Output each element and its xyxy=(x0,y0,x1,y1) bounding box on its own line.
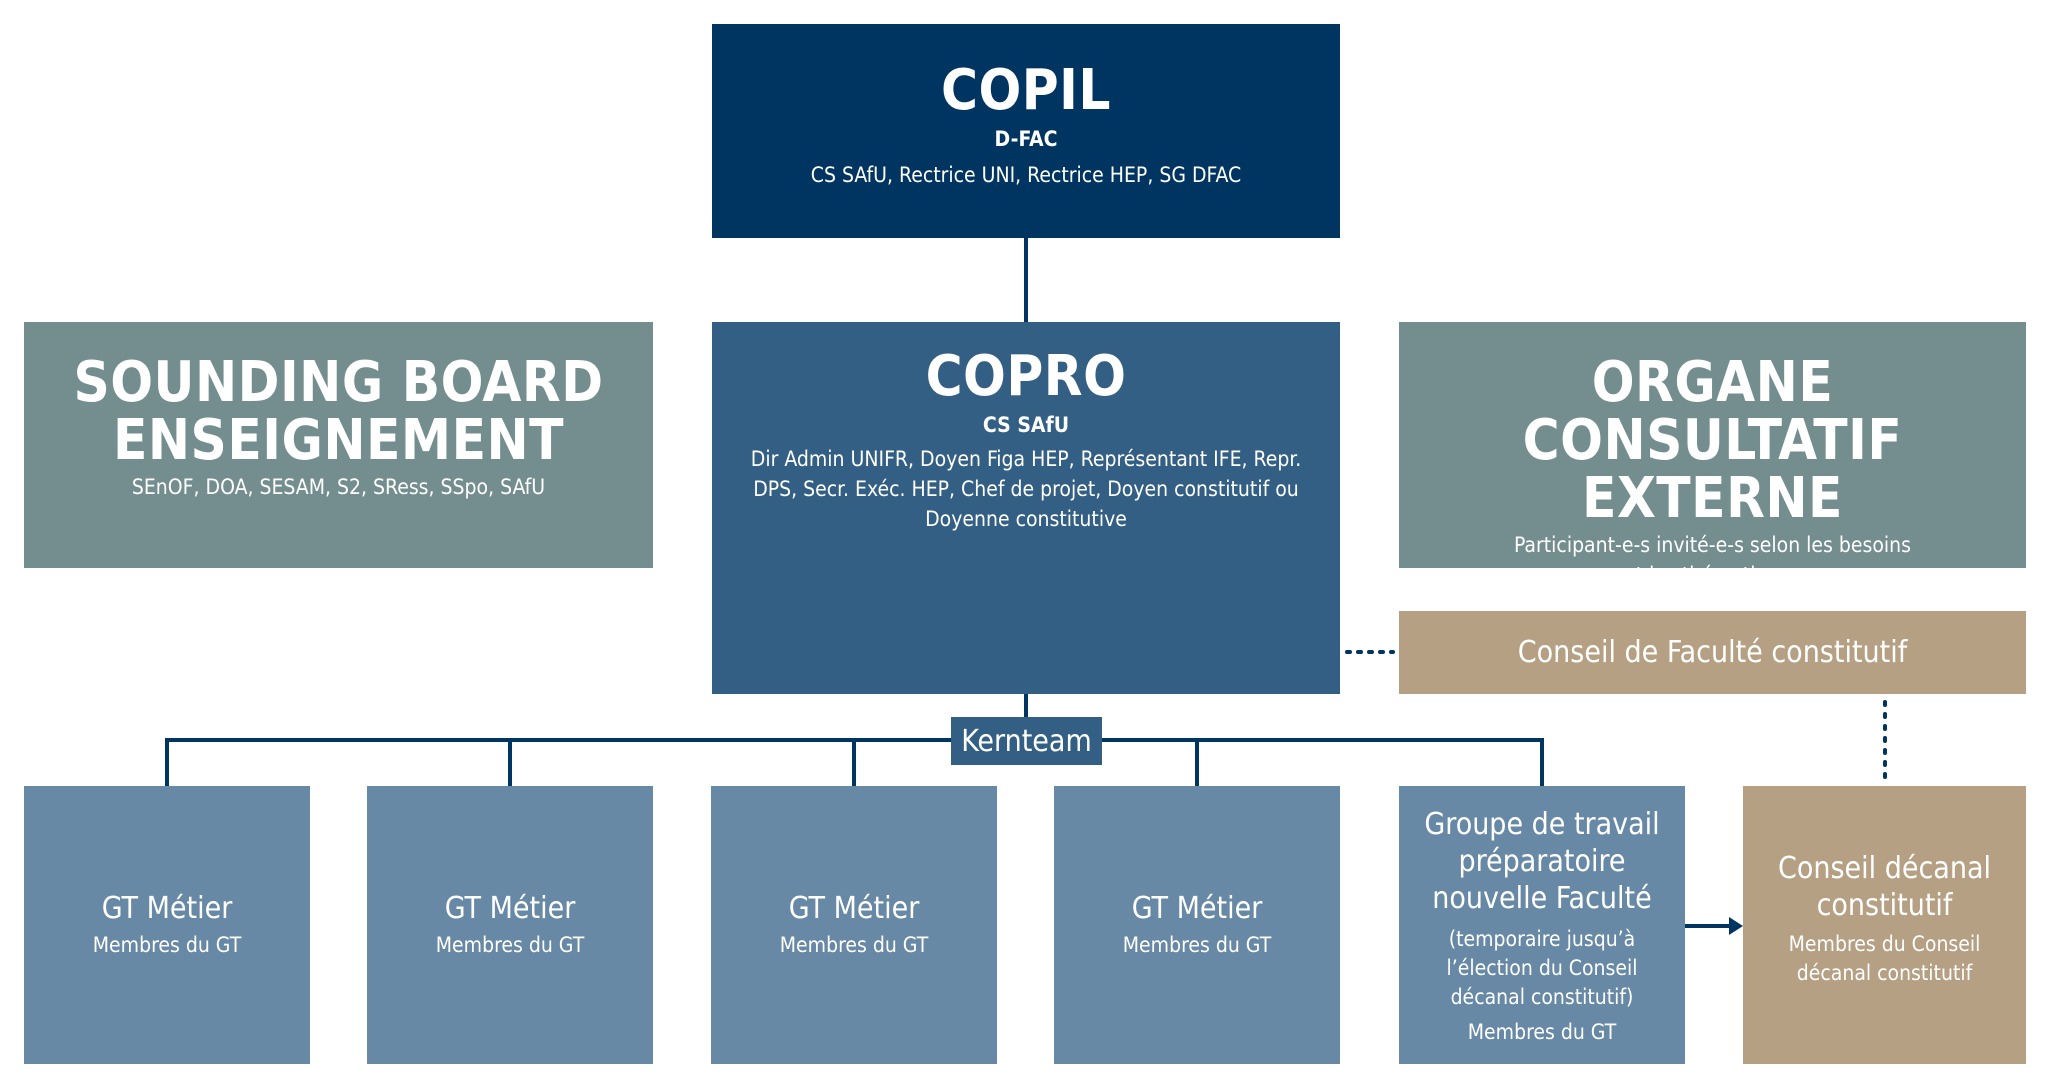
gt-metier-members: Membres du GT xyxy=(92,933,242,957)
organe-consultatif-title-line-1: ORGANE CONSULTATIF xyxy=(1522,350,1903,473)
copro-box: COPRO CS SAfU Dir Admin UNIFR, Doyen Fig… xyxy=(712,322,1340,694)
gt-metier-title: GT Métier xyxy=(444,891,576,926)
gt-metier-title: GT Métier xyxy=(788,891,920,926)
copil-title: COPIL xyxy=(940,58,1112,123)
gt-metier-box-1: GT Métier Membres du GT xyxy=(24,786,310,1064)
copil-members: CS SAfU, Rectrice UNI, Rectrice HEP, SG … xyxy=(810,163,1242,187)
copil-box: COPIL D-FAC CS SAfU, Rectrice UNI, Rectr… xyxy=(712,24,1340,238)
conseil-decanal-members: Membres du Conseil décanal constitutif xyxy=(1789,930,1981,988)
conseil-decanal-title: Conseil décanal constitutif xyxy=(1778,850,1991,924)
groupe-preparatoire-note-line-3: décanal constitutif) xyxy=(1450,985,1634,1009)
sounding-board-title-line-1: SOUNDING BOARD xyxy=(73,350,604,415)
gt-metier-box-4: GT Métier Membres du GT xyxy=(1054,786,1340,1064)
groupe-preparatoire-title: Groupe de travail préparatoire nouvelle … xyxy=(1424,806,1659,917)
conseil-decanal-box: Conseil décanal constitutif Membres du C… xyxy=(1743,786,2026,1064)
gt-metier-title: GT Métier xyxy=(1131,891,1263,926)
organe-consultatif-members-line-1: Participant-e-s invité-e-s selon les bes… xyxy=(1513,533,1911,557)
sounding-board-box: SOUNDING BOARD ENSEIGNEMENT SEnOF, DOA, … xyxy=(24,322,653,568)
gt-metier-title: GT Métier xyxy=(101,891,233,926)
arrow-head-icon xyxy=(1729,917,1743,935)
organe-consultatif-box: ORGANE CONSULTATIF EXTERNE Participant-e… xyxy=(1399,322,2026,587)
groupe-preparatoire-box: Groupe de travail préparatoire nouvelle … xyxy=(1399,786,1685,1064)
groupe-preparatoire-title-line-3: nouvelle Faculté xyxy=(1432,881,1652,916)
groupe-preparatoire-note: (temporaire jusqu’à l’élection du Consei… xyxy=(1447,925,1638,1012)
conseil-decanal-title-line-1: Conseil décanal xyxy=(1778,851,1991,886)
gt-metier-box-2: GT Métier Membres du GT xyxy=(367,786,653,1064)
groupe-preparatoire-title-line-2: préparatoire xyxy=(1458,844,1626,879)
groupe-preparatoire-title-line-1: Groupe de travail xyxy=(1424,807,1660,842)
organe-consultatif-title-line-2: EXTERNE xyxy=(1582,466,1843,531)
conseil-decanal-members-line-2: décanal constitutif xyxy=(1796,961,1973,985)
copro-members-line-1: Dir Admin UNIFR, Doyen Figa HEP, Représe… xyxy=(750,447,1302,471)
gt-metier-box-3: GT Métier Membres du GT xyxy=(711,786,997,1064)
sounding-board-members: SEnOF, DOA, SESAM, S2, SRess, SSpo, SAfU xyxy=(131,475,546,499)
gt-metier-members: Membres du GT xyxy=(779,933,929,957)
conseil-faculte-box: Conseil de Faculté constitutif xyxy=(1399,611,2026,694)
conseil-decanal-members-line-1: Membres du Conseil xyxy=(1788,932,1981,956)
conseil-decanal-title-line-2: constitutif xyxy=(1816,888,1953,923)
gt-metier-members: Membres du GT xyxy=(1122,933,1272,957)
copro-members-line-2: DPS, Secr. Exéc. HEP, Chef de projet, Do… xyxy=(753,477,1299,501)
copil-subtitle: D-FAC xyxy=(994,127,1058,151)
copro-members-line-3: Doyenne constitutive xyxy=(925,507,1127,531)
copro-members: Dir Admin UNIFR, Doyen Figa HEP, Représe… xyxy=(751,444,1301,534)
copro-title: COPRO xyxy=(925,344,1127,409)
copro-subtitle: CS SAfU xyxy=(982,413,1070,437)
groupe-preparatoire-note-line-1: (temporaire jusqu’à xyxy=(1448,927,1636,951)
groupe-preparatoire-note-line-2: l’élection du Conseil xyxy=(1446,956,1638,980)
kernteam-label: Kernteam xyxy=(951,717,1102,765)
conseil-faculte-label: Conseil de Faculté constitutif xyxy=(1517,635,1908,670)
sounding-board-title-line-2: ENSEIGNEMENT xyxy=(112,408,565,473)
groupe-preparatoire-members: Membres du GT xyxy=(1467,1020,1617,1044)
gt-metier-members: Membres du GT xyxy=(435,933,585,957)
organe-consultatif-members: Participant-e-s invité-e-s selon les bes… xyxy=(1514,530,1911,590)
organe-consultatif-members-line-2: et les thématiques xyxy=(1624,563,1801,587)
